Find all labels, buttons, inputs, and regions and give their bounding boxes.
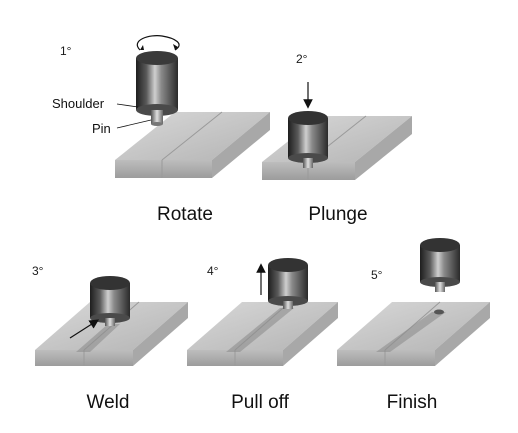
step-1-number: 1°: [60, 44, 72, 58]
tool-pin: [303, 158, 313, 168]
tool-shoulder: [136, 51, 178, 116]
step-4-pull-off-illustration: [187, 258, 338, 366]
step-1-caption: Rotate: [157, 204, 213, 225]
step-5-caption: Finish: [386, 392, 438, 413]
shoulder-label: Shoulder: [52, 96, 105, 111]
workpiece-plate: [262, 115, 412, 180]
step-4-number: 4°: [207, 264, 219, 278]
step-2-plunge-illustration: [262, 82, 412, 180]
workpiece-plate: [187, 301, 338, 366]
step-1-rotate-illustration: [115, 35, 270, 178]
tool-pin: [151, 110, 163, 126]
step-2-number: 2°: [296, 52, 308, 66]
step-4-caption: Pull off: [231, 392, 289, 413]
weld-seam: [376, 312, 446, 352]
rotation-arrow-icon: [136, 35, 180, 51]
weld-direction-arrow-icon: [69, 319, 100, 339]
tool-shoulder: [288, 111, 328, 163]
step-5-finish-illustration: [337, 238, 490, 366]
step-3-number: 3°: [32, 264, 44, 278]
tool-shoulder: [268, 258, 308, 306]
tool-shoulder: [420, 238, 460, 287]
shoulder-leader-line: [116, 103, 139, 108]
tool-pin: [435, 282, 445, 292]
tool-shoulder: [90, 276, 130, 323]
workpiece-plate: [115, 111, 270, 178]
step-3-weld-illustration: [35, 276, 188, 366]
step-2-caption: Plunge: [308, 204, 368, 225]
tool-pin: [283, 301, 293, 309]
pin-label: Pin: [92, 121, 111, 136]
tool-pin: [105, 318, 115, 326]
weld-seam: [76, 324, 120, 352]
step-3-caption: Weld: [86, 392, 130, 413]
pin-leader-line: [116, 119, 152, 129]
step-5-number: 5°: [371, 268, 383, 282]
exit-hole: [434, 309, 444, 315]
weld-seam: [226, 308, 294, 352]
